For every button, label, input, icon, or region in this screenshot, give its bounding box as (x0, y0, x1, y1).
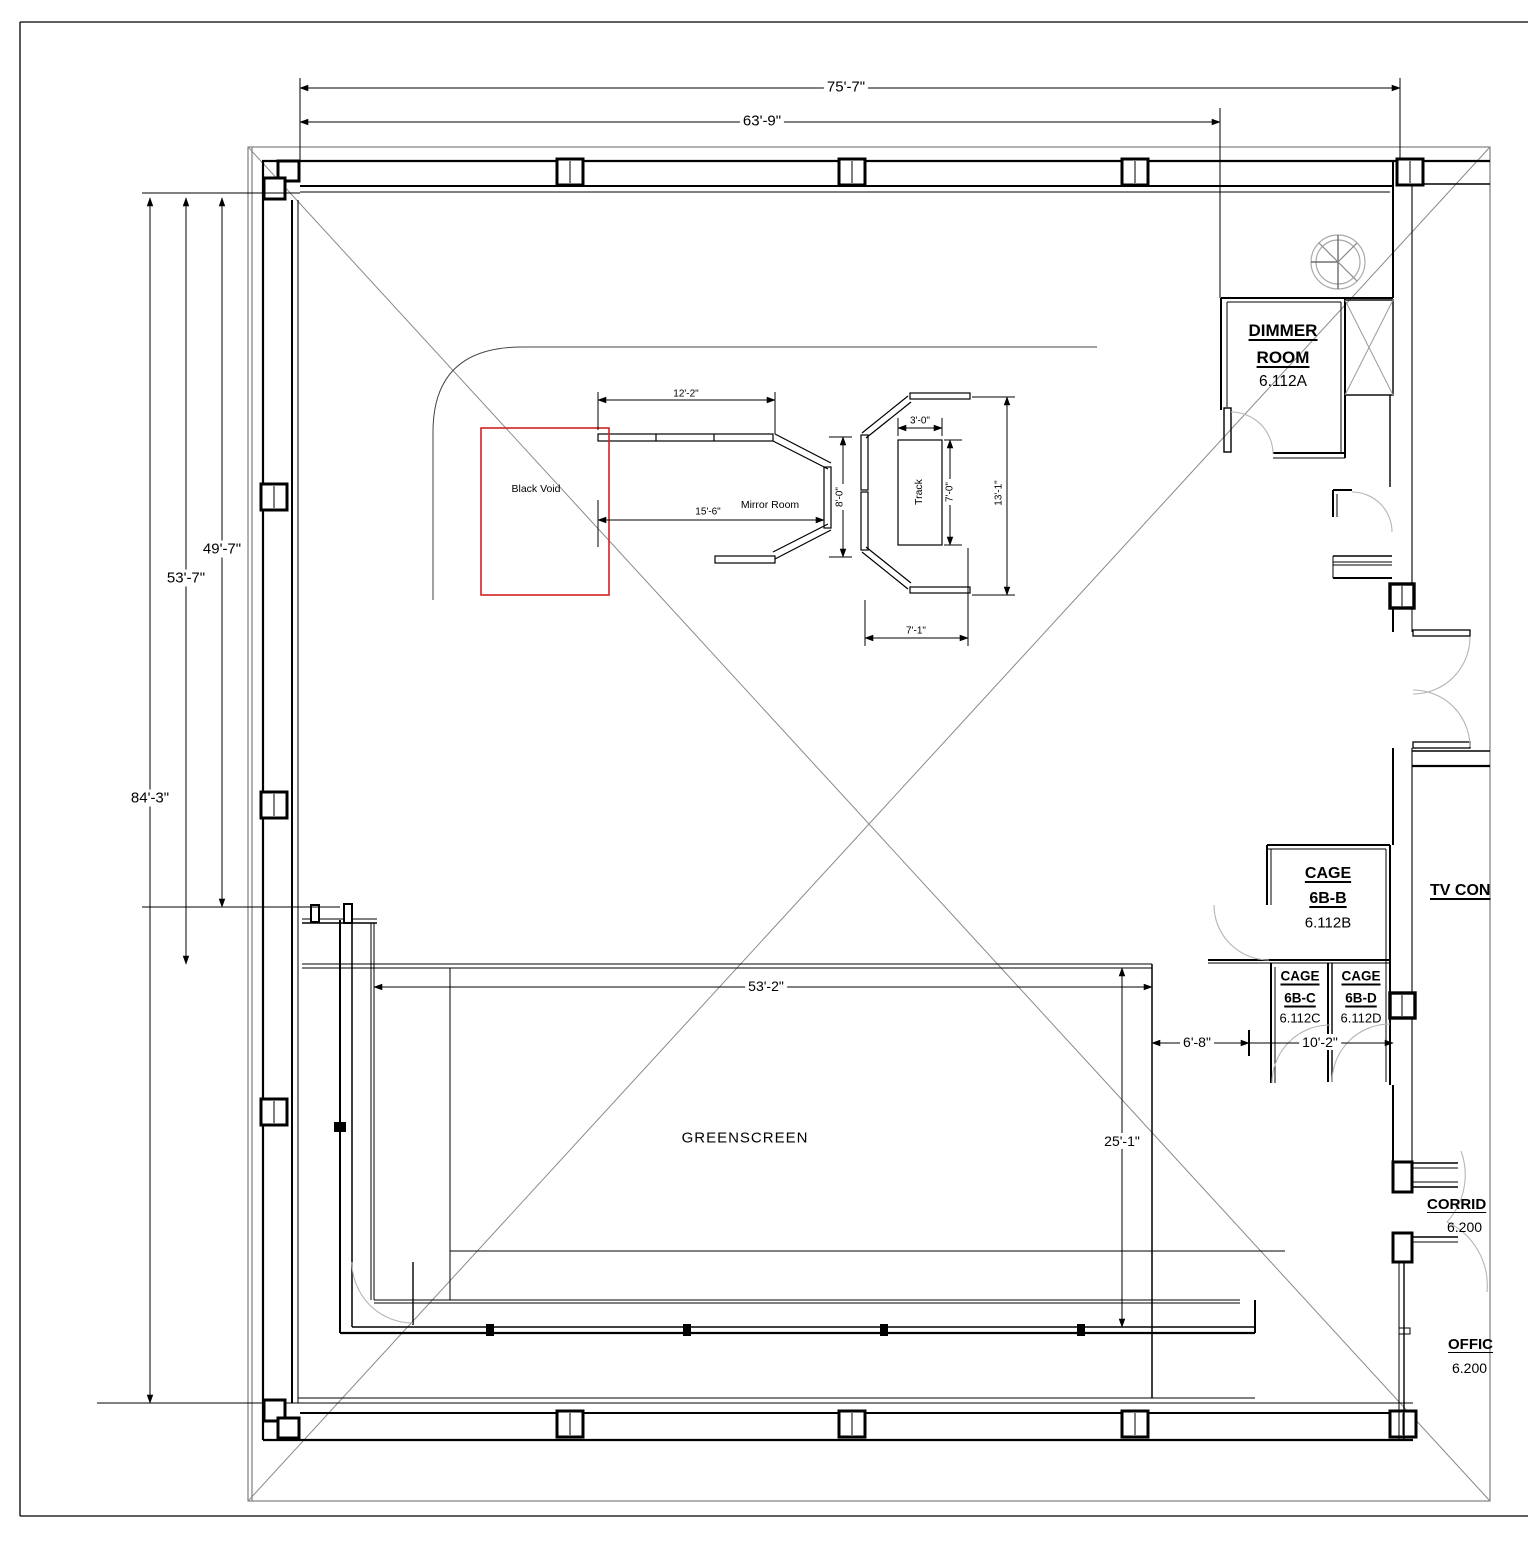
corridor-walls (1332, 489, 1490, 1440)
tv-control-text: TV CON (1430, 882, 1491, 899)
dimmer-room-text2: ROOM (1256, 348, 1310, 367)
mirror-room-label: Mirror Room (740, 499, 800, 511)
cage-d-label: CAGE (1341, 969, 1380, 984)
studio-boundary (247, 146, 1491, 1502)
black-void-label: Black Void (511, 483, 561, 495)
cage-c-id-text: 6B-C (1284, 990, 1316, 1006)
dimmer-room-walls (1220, 297, 1394, 487)
cage-walls (1208, 844, 1391, 1085)
office-number: 6.200 (1452, 1360, 1493, 1376)
dim-mirror-depth-label: 15'-6" (692, 506, 724, 518)
dim-cage-span-label: 10'-2" (1299, 1034, 1341, 1050)
shaft-hatch (1344, 299, 1394, 396)
dimmer-room-number: 6.112A (1259, 373, 1307, 390)
fan-symbol (1310, 234, 1366, 290)
extension-lines (142, 78, 1401, 1056)
dimmer-room-label-line1: DIMMER (1249, 321, 1318, 341)
wall-columns (259, 157, 1425, 1440)
cage-b-word: CAGE (1304, 865, 1352, 882)
dim-mirror-opening-label: 8'-0" (834, 484, 846, 510)
corridor-number: 6.200 (1447, 1219, 1493, 1235)
tv-control-label: TV CON (1430, 882, 1493, 900)
cage-d-id-text: 6B-D (1345, 990, 1377, 1006)
greenscreen-walls (302, 903, 1285, 1398)
cage-c-label: CAGE (1280, 969, 1319, 984)
track-label: Track (913, 479, 925, 505)
corridor-text: CORRID (1427, 1196, 1487, 1213)
office-label: OFFIC (1448, 1336, 1493, 1353)
greenscreen-label: GREENSCREEN (681, 1129, 809, 1147)
cage-d-word: CAGE (1341, 968, 1381, 984)
dim-track-height-label: 7'-0" (944, 479, 956, 505)
dim-greenscreen-width-label: 53'-2" (745, 978, 787, 994)
dim-left-mid-label: 53'-7" (163, 569, 209, 587)
curtain-track-line (432, 346, 1097, 600)
office-text: OFFIC (1448, 1336, 1493, 1353)
cage-b-number: 6.112B (1304, 914, 1352, 932)
mirror-room-panels (597, 433, 832, 564)
corridor-number-text: 6.200 (1447, 1219, 1483, 1235)
dim-greenscreen-height-label: 25'-1" (1101, 1133, 1143, 1149)
track-box (860, 392, 971, 594)
cage-b-id: 6B-B (1309, 890, 1346, 908)
dim-overall-width-label: 75'-7" (823, 78, 869, 96)
cage-d-id: 6B-D (1345, 991, 1377, 1006)
dimension-lines (146, 84, 1401, 1404)
dim-left-inner-label: 49'-7" (199, 540, 245, 558)
office-number-text: 6.200 (1452, 1360, 1488, 1376)
cage-d-number: 6.112D (1340, 1010, 1382, 1026)
dim-left-overall-label: 84'-3" (127, 789, 173, 807)
dim-track-bottom-width-label: 7'-1" (903, 625, 929, 637)
dim-mirror-top-width-label: 12'-2" (670, 388, 702, 400)
dim-track-total-height-label: 13'-1" (993, 477, 1005, 509)
cage-c-number: 6.112C (1279, 1010, 1321, 1026)
cage-c-word: CAGE (1280, 968, 1320, 984)
cage-b-label: CAGE (1305, 865, 1351, 883)
dimmer-room-label-line2: ROOM (1257, 348, 1310, 368)
cage-b-id-text: 6B-B (1309, 890, 1347, 907)
sheet-border (19, 21, 1528, 1517)
dim-cage-offset-label: 6'-8" (1180, 1034, 1214, 1050)
corridor-label: CORRID (1427, 1196, 1493, 1213)
black-void-outline (480, 427, 610, 596)
dimmer-room-text1: DIMMER (1248, 321, 1318, 340)
dim-width-to-dimmer-label: 63'-9" (739, 112, 785, 130)
dim-track-width-label: 3'-0" (907, 415, 933, 427)
cage-c-id: 6B-C (1284, 991, 1316, 1006)
diagonal-cross-lines (247, 146, 1491, 1502)
door-swings (351, 411, 1488, 1324)
